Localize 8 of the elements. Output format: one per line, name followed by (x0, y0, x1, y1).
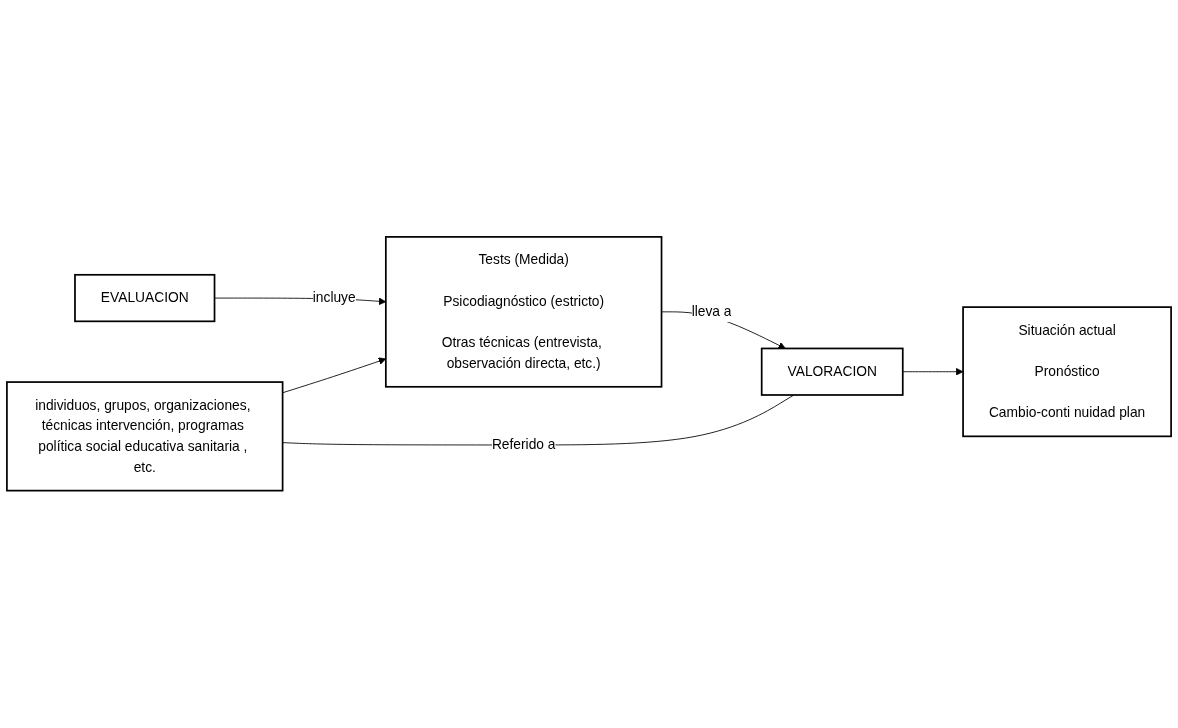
node-box: VALORACION (760, 347, 904, 397)
node-box: Situación actual Pronóstico Cambio-conti nuidad plan (962, 306, 1172, 438)
node-box: Tests (Medida) Psicodiagnóstico (estricto) Otras técnicas (entrevista, observación directa, etc.) (384, 236, 663, 388)
edge-label: incluye (312, 290, 356, 306)
node-box: EVALUACION (74, 274, 216, 323)
node-box: individuos, grupos, organizaciones, técnicas intervención, programas política social educativa sanitaria , etc. (6, 381, 284, 492)
edge-label: lleva a (691, 304, 732, 319)
edge-label: Referido a (491, 437, 556, 453)
